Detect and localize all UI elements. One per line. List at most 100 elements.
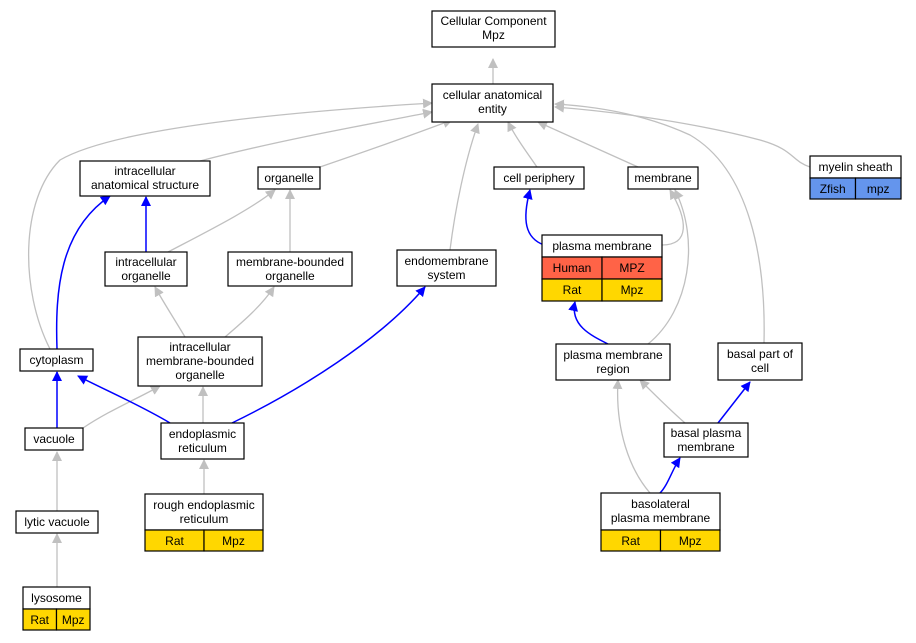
edge-endoplasmic-reticulum-to-endomembrane-system xyxy=(231,286,426,424)
edge-intracellular-anatomical-structure-to-cellular-anatomical-entity xyxy=(199,108,433,162)
annotation-cell xyxy=(601,278,663,302)
node-endoplasmic-reticulum[interactable]: endoplasmic reticulum xyxy=(160,422,245,460)
edge-plasma-membrane-to-membrane xyxy=(661,189,684,246)
annotation-species: Rat xyxy=(621,534,640,548)
node-label-line: anatomical structure xyxy=(91,178,199,192)
annotation-species: Zfish xyxy=(820,182,846,196)
annotation-gene: Mpz xyxy=(679,534,702,548)
edge-basal-plasma-membrane-to-basal-part-of-cell xyxy=(717,381,751,424)
annotation-gene: MPZ xyxy=(619,261,644,275)
annotation-species: Rat xyxy=(30,613,49,627)
node-label-line: myelin sheath xyxy=(818,160,892,174)
edge-myelin-sheath-to-cellular-anatomical-entity xyxy=(554,102,811,168)
edge-intracellular-membrane-bounded-organelle-to-intracellular-organelle xyxy=(154,286,186,338)
annotation-cell xyxy=(55,608,91,631)
node-vacuole[interactable]: vacuole xyxy=(24,427,84,451)
annotation-cell xyxy=(854,177,902,200)
node-label-line: Mpz xyxy=(482,28,505,42)
annotation-gene: Mpz xyxy=(62,613,85,627)
edge-intracellular-organelle-to-organelle xyxy=(167,189,276,253)
node-label-line: reticulum xyxy=(180,512,229,526)
node-label-line: membrane xyxy=(634,171,692,185)
edge-basal-plasma-membrane-to-plasma-membrane-region xyxy=(639,379,686,424)
node-basal-part-of-cell[interactable]: basal part of cell xyxy=(717,342,803,381)
node-label-line: organelle xyxy=(121,269,171,283)
edge-basolateral-plasma-membrane-to-basal-plasma-membrane xyxy=(659,457,681,494)
annotation-gene: Mpz xyxy=(621,283,644,297)
node-label-line: plasma membrane xyxy=(563,348,663,362)
edge-basolateral-plasma-membrane-to-plasma-membrane-region xyxy=(612,379,651,494)
edge-vacuole-to-intracellular-membrane-bounded-organelle xyxy=(82,385,161,429)
node-cytoplasm[interactable]: cytoplasm xyxy=(19,348,94,372)
node-label-line: reticulum xyxy=(178,441,227,455)
node-label-line: membrane-bounded xyxy=(236,255,344,269)
node-organelle[interactable]: organelle xyxy=(257,166,321,190)
node-label-line: endomembrane xyxy=(404,254,488,268)
annotation-species: Rat xyxy=(563,283,582,297)
node-label-line: region xyxy=(596,362,629,376)
edge-membrane-to-cellular-anatomical-entity xyxy=(537,121,639,168)
annotation-gene: mpz xyxy=(867,182,890,196)
node-label-line: organelle xyxy=(265,269,315,283)
node-label-line: lytic vacuole xyxy=(24,515,90,529)
node-label-line: cell periphery xyxy=(503,171,574,185)
node-label-line: plasma membrane xyxy=(552,239,652,253)
node-cellular-component[interactable]: Cellular Component Mpz xyxy=(431,10,556,48)
edge-intracellular-membrane-bounded-organelle-to-membrane-bounded-organelle xyxy=(224,286,275,338)
node-lytic-vacuole[interactable]: lytic vacuole xyxy=(15,510,99,534)
node-label-line: organelle xyxy=(175,368,225,382)
node-label-line: cellular anatomical xyxy=(443,88,542,102)
node-label-line: rough endoplasmic xyxy=(153,498,254,512)
node-label-line: membrane-bounded xyxy=(146,354,254,368)
edge-endomembrane-system-to-cellular-anatomical-entity xyxy=(449,123,480,251)
annotation-species: Human xyxy=(553,261,592,275)
node-basal-plasma-membrane[interactable]: basal plasma membrane xyxy=(663,422,749,458)
node-intracellular-anatomical-structure[interactable]: intracellular anatomical structure xyxy=(79,160,211,197)
node-label-line: intracellular xyxy=(115,255,176,269)
node-label-line: entity xyxy=(478,102,507,116)
annotation-gene: Mpz xyxy=(222,534,245,548)
node-rough-endoplasmic-reticulum[interactable]: rough endoplasmic reticulum Rat Mpz xyxy=(144,493,264,552)
edge-endoplasmic-reticulum-to-cytoplasm xyxy=(77,375,171,424)
node-label-line: basolateral xyxy=(631,497,690,511)
node-label-line: vacuole xyxy=(33,432,75,446)
node-label-line: intracellular xyxy=(114,164,175,178)
edge-cytoplasm-to-cellular-anatomical-entity xyxy=(27,98,433,350)
node-label-line: system xyxy=(427,268,465,282)
node-label-line: plasma membrane xyxy=(611,511,711,525)
node-membrane-bounded-organelle[interactable]: membrane-bounded organelle xyxy=(227,251,353,287)
edge-basal-part-of-cell-to-cellular-anatomical-entity xyxy=(554,99,765,344)
node-cell-periphery[interactable]: cell periphery xyxy=(493,166,585,190)
node-label-line: cell xyxy=(751,361,769,375)
nodes: Cellular Component Mpz cellular anatomic… xyxy=(15,10,902,631)
node-basolateral-plasma-membrane[interactable]: basolateral plasma membrane Rat Mpz xyxy=(600,492,721,552)
node-membrane[interactable]: membrane xyxy=(627,166,699,190)
node-plasma-membrane[interactable]: plasma membrane Human MPZ Rat Mpz xyxy=(541,234,663,302)
edge-plasma-membrane-to-cell-periphery xyxy=(522,189,545,246)
node-label-line: lysosome xyxy=(31,591,82,605)
edge-organelle-to-cellular-anatomical-entity xyxy=(319,118,453,168)
annotation-species: Rat xyxy=(165,534,184,548)
node-cellular-anatomical-entity[interactable]: cellular anatomical entity xyxy=(431,83,554,123)
node-label-line: organelle xyxy=(264,171,314,185)
edge-plasma-membrane-region-to-membrane xyxy=(647,189,690,345)
node-label-line: membrane xyxy=(677,440,735,454)
node-intracellular-organelle[interactable]: intracellular organelle xyxy=(104,251,188,287)
edge-cytoplasm-to-intracellular-anatomical-structure xyxy=(55,195,111,350)
node-endomembrane-system[interactable]: endomembrane system xyxy=(396,249,497,287)
node-label-line: intracellular xyxy=(169,340,230,354)
node-plasma-membrane-region[interactable]: plasma membrane region xyxy=(555,343,671,381)
node-lysosome[interactable]: lysosome Rat Mpz xyxy=(22,586,91,631)
node-label-line: basal part of xyxy=(727,347,794,361)
edge-plasma-membrane-region-to-plasma-membrane xyxy=(568,301,609,345)
node-myelin-sheath[interactable]: myelin sheath Zfish mpz xyxy=(809,155,902,200)
annotation-cell xyxy=(659,529,721,552)
node-intracellular-membrane-bounded-organelle[interactable]: intracellular membrane-bounded organelle xyxy=(137,336,263,387)
node-label-line: Cellular Component xyxy=(440,14,547,28)
annotation-cell xyxy=(203,529,264,552)
edges xyxy=(27,58,811,587)
node-label-line: basal plasma xyxy=(671,426,742,440)
node-label-line: endoplasmic xyxy=(169,427,236,441)
node-label-line: cytoplasm xyxy=(29,353,83,367)
